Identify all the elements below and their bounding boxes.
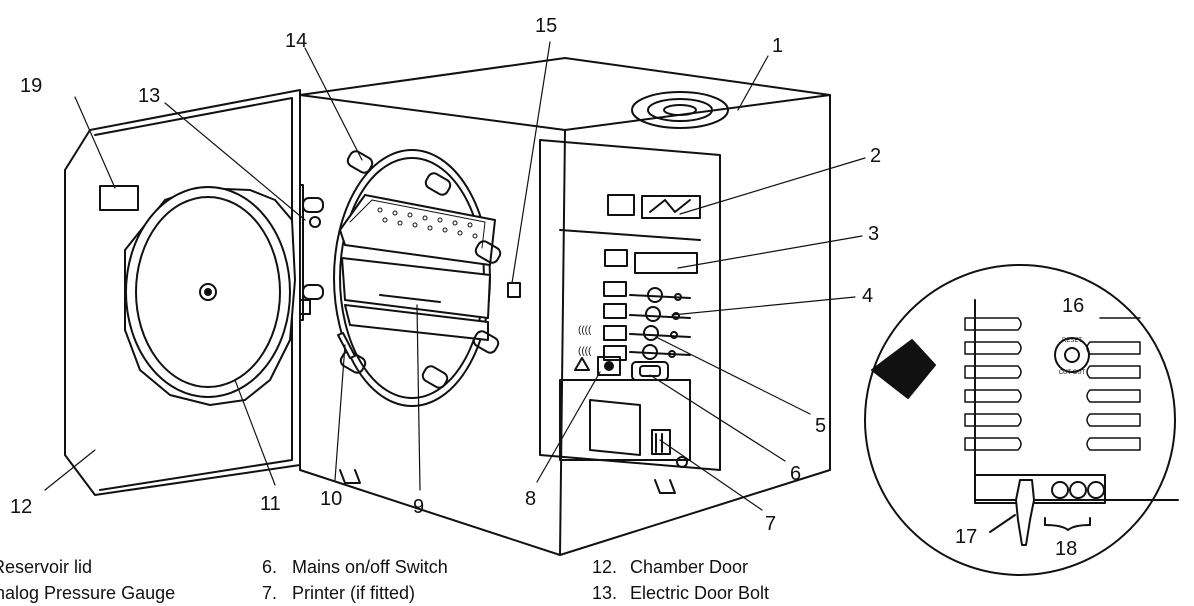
program-selector-buttons [603,281,691,361]
callout-1: 1 [772,35,783,57]
callout-16: 16 [1062,295,1084,317]
interlock [507,282,521,298]
legend-column-1: Reservoir lid nalog Pressure Gauge [0,554,175,606]
legend-item-number: 6. [262,557,278,577]
callout-7: 7 [765,513,776,535]
autoclave-diagram: (((( (((( [10,15,1179,576]
callout-17: 17 [955,526,977,548]
warning-triangle-icon [574,357,590,371]
legend-item-text: Chamber Door [630,557,749,577]
callout-2: 2 [870,145,881,167]
legend-item-number: 13. [592,583,618,603]
callout-19: 19 [20,75,42,97]
legend-item-text: Mains on/off Switch [292,557,448,577]
callout-10: 10 [320,488,342,510]
callout-15: 15 [535,15,557,37]
inset-pointer-arrow [871,339,936,399]
legend-item: Reservoir lid [0,554,175,580]
legend-item: nalog Pressure Gauge [0,580,175,606]
callout-8: 8 [525,488,536,510]
door-center-nut [199,283,217,301]
power-cable [1015,479,1035,546]
callout-5: 5 [815,415,826,437]
callout-11: 11 [260,493,281,515]
callout-13: 13 [138,85,160,107]
locking-pins [339,150,502,389]
callout-4: 4 [862,285,873,307]
legend-item-text: Reservoir lid [0,557,93,577]
callout-18: 18 [1055,538,1077,560]
svg-text:((((: (((( [578,346,592,357]
printer [559,379,691,461]
legend-item-text: Printer (if fitted) [292,583,416,603]
callout-14: 14 [285,30,307,52]
legend-item-number: 7. [262,583,278,603]
callout-12: 12 [10,496,32,518]
callout-3: 3 [868,223,879,245]
legend-item: 13. Electric Door Bolt [592,580,769,606]
cabinet-front-edge [559,129,566,556]
callout-9: 9 [413,496,424,518]
inset-label-bottom: CUT OUT [1059,370,1086,376]
legend-item: 6. Mains on/off Switch [262,554,448,580]
legend-item-number: 12. [592,557,618,577]
display-window [634,252,698,274]
reservoir-lid [631,91,729,129]
inset-label-top: RESET [1062,338,1082,344]
door-label-panel [99,185,139,211]
cabinet-side-plate [539,139,721,471]
chamber-opening [333,149,496,407]
indicator-lamp [597,356,621,376]
legend-item-text: nalog Pressure Gauge [0,583,176,603]
pressure-gauge [641,195,701,219]
rear-panel-inset [864,264,1179,576]
legend-column-3: 12. Chamber Door 13. Electric Door Bolt [592,554,769,606]
legend-item-text: Electric Door Bolt [630,583,770,603]
reset-cutout-button [1054,337,1090,373]
legend-item: 12. Chamber Door [592,554,769,580]
door-switch [337,332,356,359]
cabinet-body [299,57,831,556]
svg-text:((((: (((( [578,325,592,336]
legend-item: 7. Printer (if fitted) [262,580,448,606]
legend-column-2: 6. Mains on/off Switch 7. Printer (if fitt… [262,554,448,606]
pressure-gauge-frame [607,194,635,216]
callout-6: 6 [790,463,801,485]
